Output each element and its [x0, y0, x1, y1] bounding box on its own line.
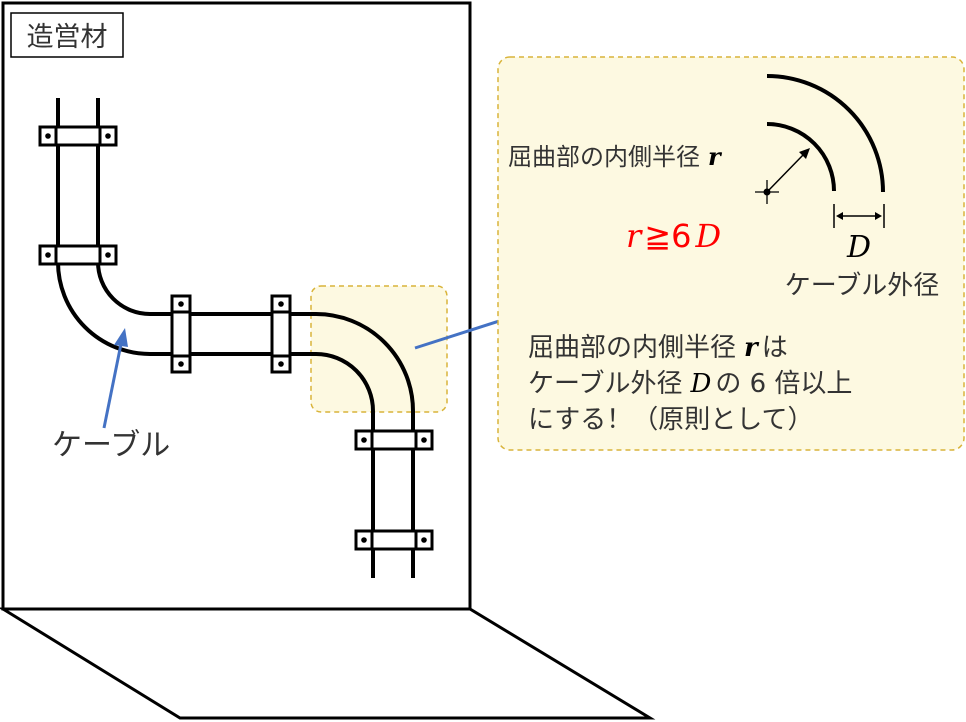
structure-label: 造営材 — [27, 22, 108, 53]
outer-diameter-label: ケーブル外径 — [785, 271, 939, 301]
saddle-clamp — [38, 244, 118, 266]
detail-inner-arc — [766, 122, 836, 192]
cable-saddles — [38, 125, 434, 551]
floor-plane — [0, 607, 656, 720]
cable-bend-inner — [96, 261, 151, 316]
diameter-arrow-head — [836, 212, 843, 220]
saddle-clamp — [270, 294, 292, 374]
saddle-clamp — [354, 429, 434, 451]
cable-bend-inner — [315, 352, 375, 412]
saddle-clamp — [170, 294, 192, 374]
detail-outer-arc — [766, 74, 885, 193]
structure-label-box: 造営材 — [10, 12, 124, 58]
cable-arrow — [102, 343, 123, 429]
diameter-arrow-head — [875, 212, 882, 220]
cable-label: ケーブル — [52, 428, 170, 463]
diameter-symbol: D — [846, 230, 871, 265]
bend-highlight-box — [310, 285, 448, 413]
radius-arrow — [766, 153, 805, 193]
cable-arrow-head — [114, 328, 128, 347]
rule-line-3: にする！（原則として） — [528, 405, 813, 435]
cable-callout: ケーブル — [52, 328, 170, 463]
saddle-clamp — [354, 529, 434, 551]
cable-bend-outer — [56, 261, 151, 356]
radius-arrow-head — [799, 148, 810, 159]
cable-bend-outer — [315, 312, 415, 412]
detail-panel-box — [497, 56, 965, 451]
saddle-clamp — [38, 125, 118, 147]
